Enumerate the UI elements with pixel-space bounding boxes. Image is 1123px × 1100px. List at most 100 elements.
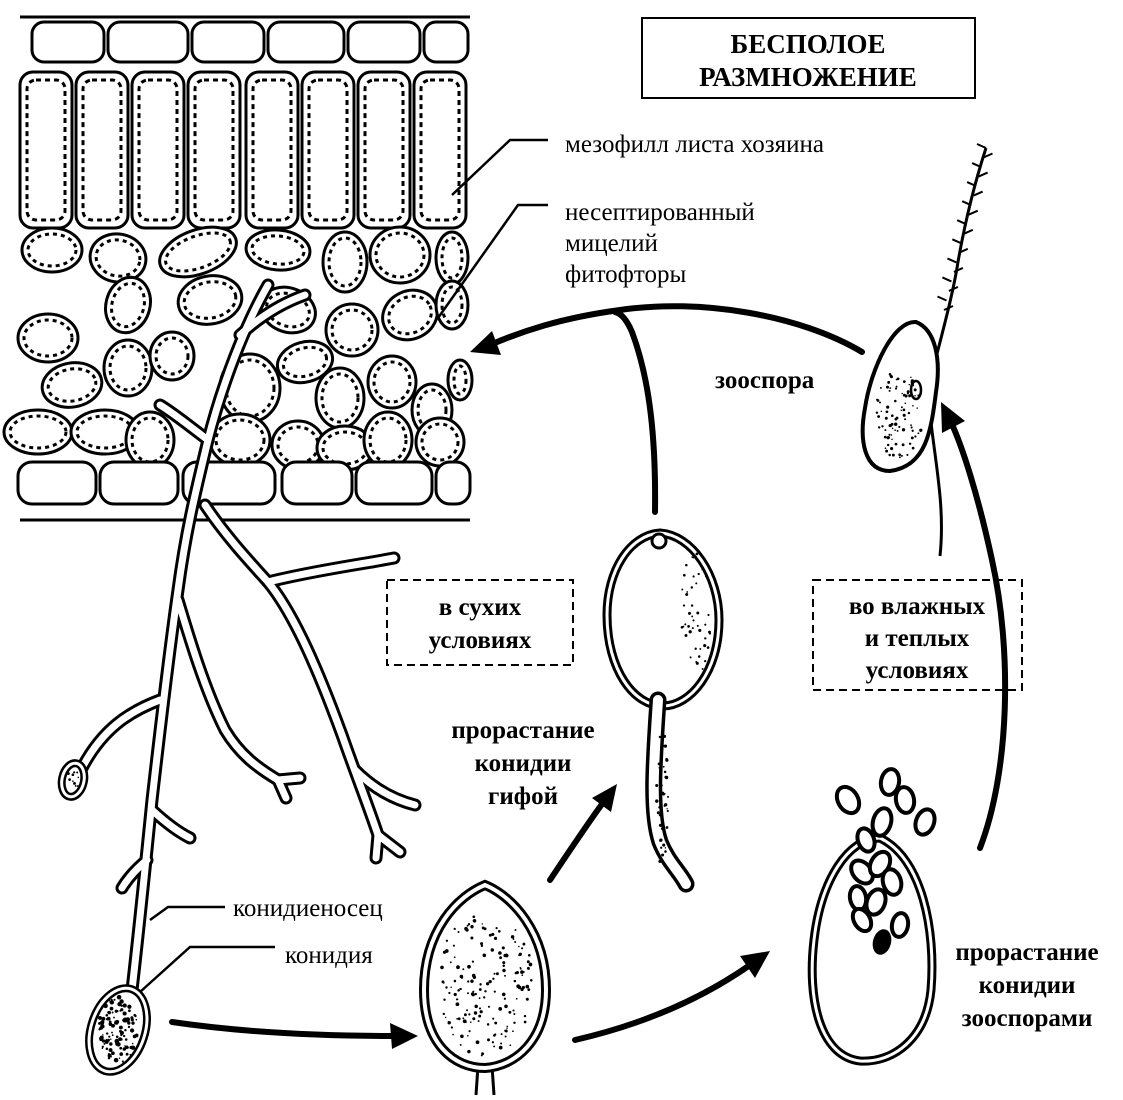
conidium-cytoplasm-dot: [482, 953, 486, 957]
upper-epidermis-cell: [108, 22, 188, 62]
conidium-cytoplasm-dot: [473, 919, 477, 923]
conidium-cytoplasm-dot: [122, 1060, 124, 1062]
conidium-cytoplasm-dot: [690, 656, 692, 658]
conidium-cytoplasm-dot: [705, 575, 708, 578]
conidium-cytoplasm-dot: [460, 1044, 462, 1046]
conidium-cytoplasm-dot: [128, 1026, 130, 1028]
conidium-cytoplasm-dot: [450, 986, 452, 988]
zoospore-cytoplasm-dot: [877, 415, 880, 418]
label-dry-2: условиях: [429, 627, 532, 654]
conidium-cytoplasm-dot: [472, 961, 474, 963]
conidium-cytoplasm-dot: [130, 1028, 134, 1032]
conidium-cytoplasm-dot: [111, 1051, 115, 1055]
conidium-cytoplasm-dot: [470, 979, 473, 982]
conidium-cytoplasm-dot: [478, 1015, 481, 1018]
conidium-cytoplasm-dot: [491, 948, 494, 951]
zoospore-cytoplasm-dot: [887, 381, 890, 384]
conidium-cytoplasm-dot: [99, 1037, 102, 1040]
conidium-cytoplasm-dot: [687, 625, 690, 628]
conidium-cytoplasm-dot: [520, 967, 522, 969]
zoospore-cytoplasm-dot: [899, 456, 901, 458]
label-dry-1: в сухих: [439, 594, 522, 621]
conidium-cytoplasm-dot: [457, 989, 460, 992]
zoospore-cytoplasm-dot: [902, 428, 905, 431]
zoospore-small: [912, 807, 938, 838]
zoospore-cytoplasm-dot: [891, 434, 893, 436]
zoospore-cytoplasm-dot: [888, 434, 890, 436]
zoospore-cytoplasm-dot: [903, 414, 906, 417]
conidium-cytoplasm-dot: [75, 785, 77, 787]
zoospore-cytoplasm-dot: [891, 414, 894, 417]
conidium-cytoplasm-dot: [451, 1026, 453, 1028]
conidium-cytoplasm-dot: [116, 1010, 118, 1012]
conidium-cytoplasm-dot: [121, 1005, 123, 1007]
conidium-cytoplasm-dot: [519, 953, 522, 956]
hypha-cytoplasm-dot: [659, 736, 661, 738]
spongy-cell: [370, 227, 430, 283]
conidium-cytoplasm-dot: [107, 1011, 111, 1015]
arrow-conidium-release: [172, 1022, 395, 1036]
conidium-cytoplasm-dot: [685, 593, 688, 596]
zoospore-body: [863, 322, 938, 471]
conidium-cytoplasm-dot: [462, 1017, 464, 1019]
label-zoo-germ-3: зооспорами: [962, 1005, 1093, 1032]
conidium-cytoplasm-dot: [474, 1011, 477, 1014]
hypha-cytoplasm-dot: [658, 860, 661, 863]
zoospore-cytoplasm-dot: [906, 454, 908, 456]
conidium-cytoplasm-dot: [691, 586, 693, 588]
arrow-to-hypha-germination: [550, 800, 605, 880]
conidium-cytoplasm-dot: [492, 1041, 494, 1043]
zoospore-cytoplasm-dot: [895, 388, 897, 390]
zoospore-cytoplasm-dot: [909, 384, 911, 386]
zoospore-cytoplasm-dot: [909, 443, 911, 445]
zoospore-cytoplasm-dot: [894, 423, 897, 426]
conidium-cytoplasm-dot: [504, 975, 506, 977]
conidium-cytoplasm-dot: [476, 1040, 480, 1044]
conidium-cytoplasm-dot: [513, 1013, 515, 1015]
conidium-cytoplasm-dot: [120, 1034, 122, 1036]
hypha-cytoplasm-dot: [665, 847, 666, 848]
label-wet-1: во влажных: [849, 593, 986, 620]
conidium-cytoplasm-dot: [492, 1018, 494, 1020]
conidium-cytoplasm-dot: [479, 1007, 481, 1009]
conidium-cytoplasm-dot: [684, 623, 686, 625]
conidium-cytoplasm-dot: [122, 1019, 125, 1022]
leader-conidium: [140, 947, 275, 992]
conidium-cytoplasm-dot: [466, 1009, 468, 1011]
leader-conidiophore: [150, 907, 225, 920]
papilla: [652, 534, 666, 548]
zoospore-cytoplasm-dot: [908, 394, 911, 397]
label-hypha-germ-2: конидии: [475, 750, 572, 777]
conidium-cytoplasm-dot: [133, 1047, 135, 1049]
conidium-cytoplasm-dot: [102, 1034, 104, 1036]
conidium-cytoplasm-dot: [109, 1042, 112, 1045]
conidium-cytoplasm-dot: [101, 1017, 105, 1021]
zoospore-cytoplasm-dot: [901, 406, 903, 408]
conidium-cytoplasm-dot: [76, 772, 78, 774]
hypha-cytoplasm-dot: [667, 796, 669, 798]
conidium-cytoplasm-dot: [480, 1010, 483, 1013]
conidium-cytoplasm-dot: [496, 972, 499, 975]
conidium-cytoplasm-dot: [458, 1017, 461, 1020]
hypha-cytoplasm-dot: [655, 784, 658, 787]
title-line-1: БЕСПОЛОЕ: [730, 29, 885, 59]
conidium-cytoplasm-dot: [681, 589, 683, 591]
conidium-cytoplasm-dot: [686, 591, 688, 593]
conidium-cytoplasm-dot: [704, 660, 706, 662]
conidium-cytoplasm-dot: [127, 1021, 130, 1024]
conidium-cytoplasm-dot: [452, 1034, 454, 1036]
label-mycelium-2: мицелий: [565, 230, 658, 257]
spongy-cell: [374, 281, 445, 348]
conidium-cytoplasm-dot: [112, 1034, 114, 1036]
conidium-cytoplasm-dot: [109, 1048, 113, 1052]
zoospore-cytoplasm-dot: [901, 410, 902, 411]
conidium-cytoplasm-dot: [460, 1035, 464, 1039]
hypha-cytoplasm-dot: [659, 814, 661, 816]
zoospore-cytoplasm-dot: [884, 429, 886, 431]
conidium-cytoplasm-dot: [488, 1006, 490, 1008]
zoospore-cytoplasm-dot: [910, 377, 911, 378]
conidium-cytoplasm-dot: [128, 1009, 131, 1012]
conidium-cytoplasm-dot: [502, 961, 505, 964]
conidium-cytoplasm-dot: [698, 629, 701, 632]
